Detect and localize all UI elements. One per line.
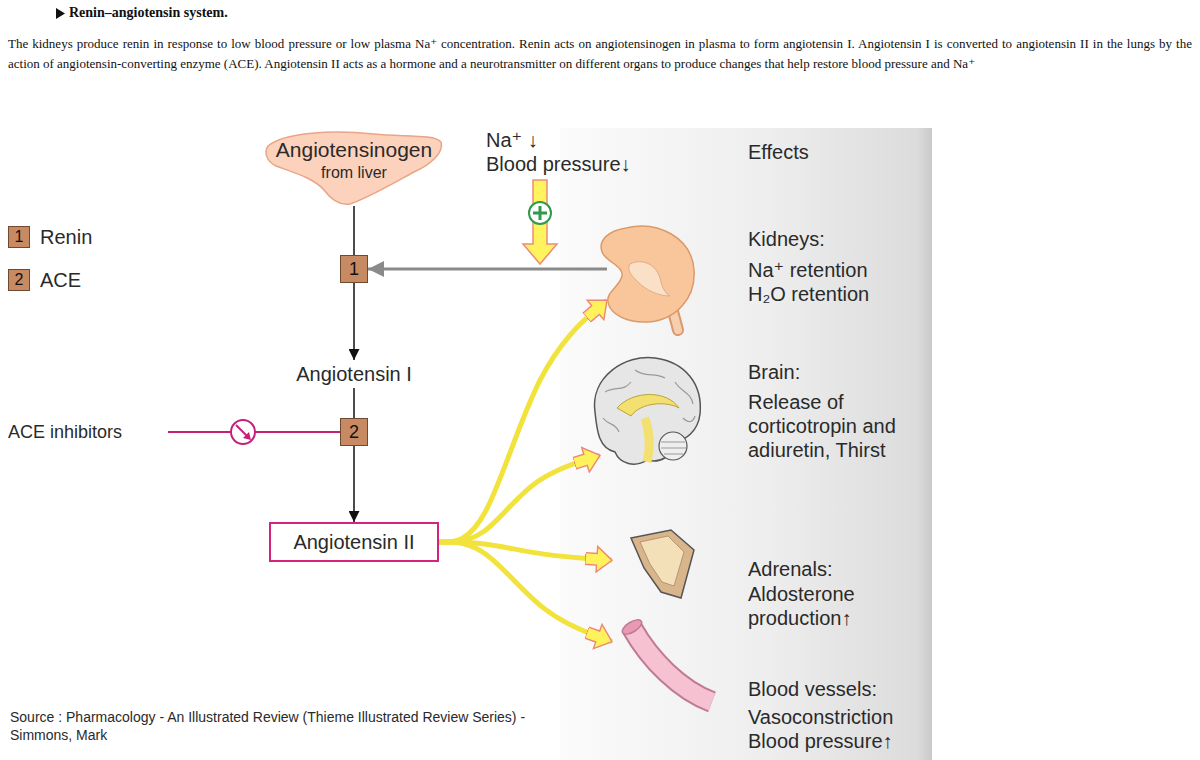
organ-effect: Brain: Release of corticotropin and adiur… [600,350,932,485]
effect-text: Release of corticotropin and adiuretin, … [748,390,898,462]
stimulus-arrow [523,180,557,264]
callout-number: 2 [8,269,30,291]
substance-name: Angiotensin I [274,360,434,388]
inhibitor-line [168,431,340,433]
effect-arrow [439,300,607,542]
vessel-opening [620,617,644,637]
effect-arrow [439,455,600,542]
substance-name: Angiotensinogen [264,138,444,162]
enzyme-box: 2 [340,418,368,446]
effect-text: Aldosterone production↑ [748,582,898,630]
corpus-callosum [617,395,679,417]
adrenal-medulla [640,536,684,586]
brain-gyri [603,370,695,432]
brain-shape [595,358,701,465]
feedback-arrow [368,268,607,271]
stimulation-circle [529,202,551,224]
liver-node: Angiotensinogenfrom liver [264,128,444,206]
stimulus-text: Na⁺ ↓ [486,128,586,152]
cerebellum-folia [661,442,686,454]
step-number: 1 [341,256,367,282]
organ-name: Kidneys: [748,227,928,251]
vessel-tube [632,628,712,702]
title-bullet [56,8,65,19]
plus-symbol [533,206,547,220]
vessel-outline [632,628,712,702]
organ-name: Brain: [748,360,928,384]
inhibitor-arrow [236,425,247,436]
pathway-arrow [353,206,355,255]
hormone-box: Angiotensin II [269,522,439,562]
effect-text: Vasoconstriction Blood pressure↑ [748,705,923,753]
legend-text: Renin [40,226,92,248]
brain-illustration [595,358,701,465]
kidney-shape [601,226,694,322]
inhibitor-circle [231,420,255,444]
panel-heading: Effects [748,140,898,164]
organ-effect: Kidneys: Na⁺ retention H₂O retention [607,222,932,332]
organ-effect: Blood vessels: Vasoconstriction Blood pre… [612,612,932,760]
step-number: 2 [341,419,367,445]
yellow-block-arrow [523,180,557,264]
substance-node: Angiotensin I [274,360,434,388]
source-note: Source : Pharmacology - An Illustrated R… [10,708,558,744]
cerebellum [659,432,687,460]
stimulus-text: Blood pressure↓ [486,152,666,176]
substance-origin: from liver [264,163,444,183]
effect-text: Na⁺ retention H₂O retention [748,258,898,306]
figure-caption: The kidneys produce renin in response to… [8,34,1192,74]
kidney-illustration [601,226,694,330]
figure-title: Renin–angiotensin system. [69,5,228,21]
enzyme-box: 1 [340,255,368,283]
drug-name: ACE inhibitors [8,421,168,443]
ureter-outline [666,286,678,330]
organ-effect: Adrenals:Aldosterone production↑ [612,525,932,635]
organ-name: Adrenals: [748,557,928,581]
effects-panel: Kidneys: Na⁺ retention H₂O retentionBrain… [560,128,932,760]
legend-text: ACE [40,269,81,291]
callout-number: 1 [8,226,30,248]
organ-name: Blood vessels: [748,677,928,701]
adrenal-illustration [631,530,694,598]
hormone-name: Angiotensin II [271,524,437,560]
pathway-arrow [353,446,355,522]
brainstem [645,418,649,462]
effect-arrow [439,542,612,560]
pathway-arrow [353,283,355,360]
renal-pelvis [629,262,670,296]
inhibitor-arrowhead [243,432,251,440]
ace-inhibitor-symbol [168,420,340,444]
ureter [666,286,678,330]
effect-arrow [439,542,612,642]
adrenal-shape [631,530,694,598]
vessel-illustration [620,617,712,702]
pathway-arrow [353,388,355,418]
